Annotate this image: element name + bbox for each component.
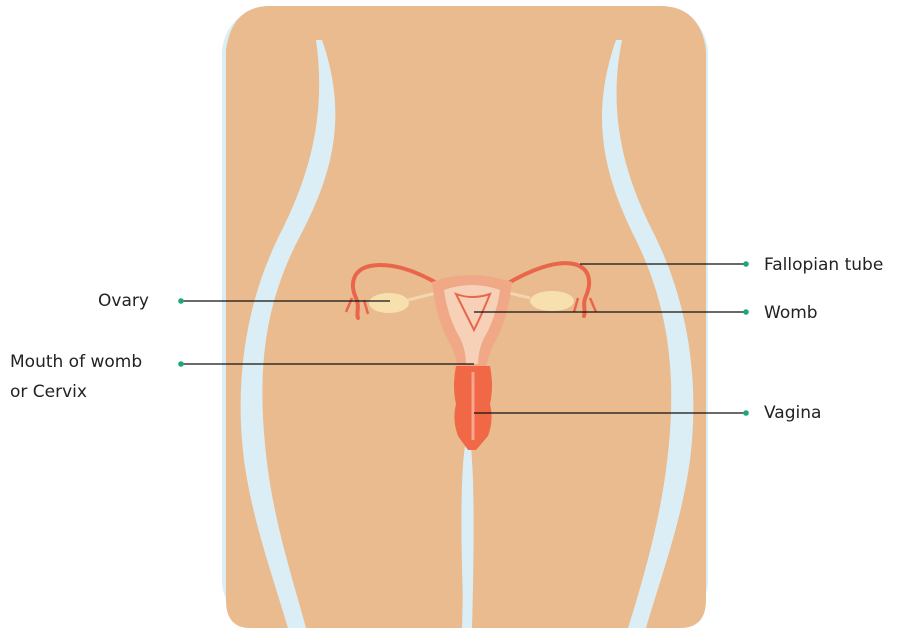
fallopian-dot [743, 261, 749, 267]
label-ovary: Ovary [98, 289, 149, 313]
cervix-dot [178, 361, 184, 367]
label-cervix: or Cervix [10, 380, 87, 404]
vagina-dot [743, 410, 749, 416]
label-fallopian-tube: Fallopian tube [764, 253, 883, 277]
leg-gap [461, 440, 473, 628]
right-ovary [530, 291, 574, 311]
womb-dot [743, 309, 749, 315]
label-mouth-of-womb: Mouth of womb [10, 350, 142, 374]
label-vagina: Vagina [764, 401, 821, 425]
ovary-dot [178, 298, 184, 304]
left-ovary [369, 293, 409, 313]
label-womb: Womb [764, 301, 818, 325]
